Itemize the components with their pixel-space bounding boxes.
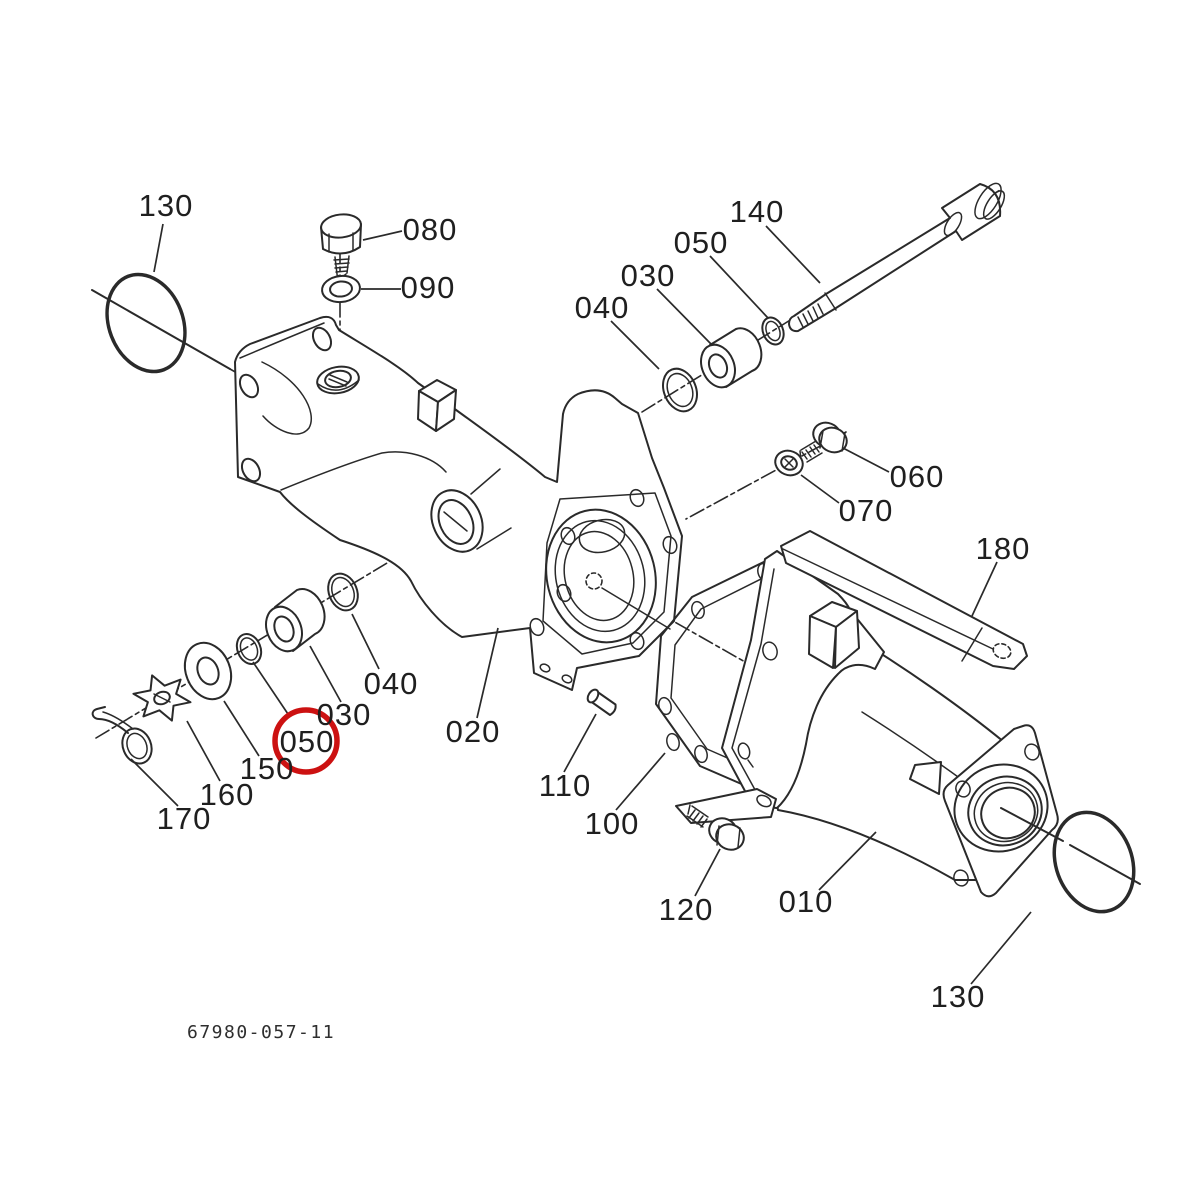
top-lug [418, 380, 456, 431]
callout-050-upper: 050 [673, 225, 729, 260]
callout-080: 080 [402, 212, 458, 247]
hex-flange-face [528, 488, 679, 684]
callout-040-lower: 040 [363, 666, 419, 701]
o-ring-040-lower [323, 569, 363, 615]
callout-010: 010 [778, 884, 834, 919]
dowel-pin-110 [585, 688, 615, 715]
bushing-030-lower [260, 589, 325, 657]
callout-040-upper: 040 [574, 290, 630, 325]
callout-110: 110 [538, 768, 592, 803]
lock-bar-180 [781, 531, 1027, 669]
callout-130-rear: 130 [930, 979, 986, 1014]
washer-150 [177, 636, 240, 706]
callout-020: 020 [445, 714, 501, 749]
o-ring-130-front [94, 263, 199, 383]
callout-070: 070 [838, 493, 894, 528]
star-coupling-160 [133, 675, 190, 720]
o-ring-040-upper [657, 364, 703, 417]
callout-140: 140 [729, 194, 785, 229]
leader-lines [131, 224, 1031, 984]
callout-130-front: 130 [138, 188, 194, 223]
callout-120: 120 [658, 892, 714, 927]
shaft-140 [789, 179, 1008, 331]
callout-170: 170 [156, 801, 212, 836]
gearcase-housing-020 [235, 317, 682, 690]
washer-090 [321, 274, 362, 304]
callout-030-lower: 030 [316, 697, 372, 732]
callout-050-circled: 050 [279, 724, 335, 759]
washer-070 [772, 447, 807, 480]
cotter-clip-170 [93, 707, 157, 768]
plug-bolt-080 [320, 212, 362, 276]
callout-160: 160 [199, 777, 255, 812]
callout-150: 150 [239, 751, 295, 786]
bolt-060 [800, 419, 850, 462]
snap-ring-050 [233, 630, 266, 667]
callout-060: 060 [889, 459, 945, 494]
figure-code: 67980-057-11 [187, 1022, 336, 1043]
o-ring-130-rear [1041, 801, 1147, 923]
bushing-030-upper [695, 328, 761, 392]
axle-case-010 [676, 551, 1063, 896]
highlight-circle [275, 710, 337, 772]
callout-090: 090 [400, 270, 456, 305]
callout-180: 180 [975, 531, 1031, 566]
filler-boss [315, 364, 361, 397]
callout-100: 100 [584, 806, 640, 841]
bolt-120 [687, 805, 748, 854]
callout-030-upper: 030 [620, 258, 676, 293]
